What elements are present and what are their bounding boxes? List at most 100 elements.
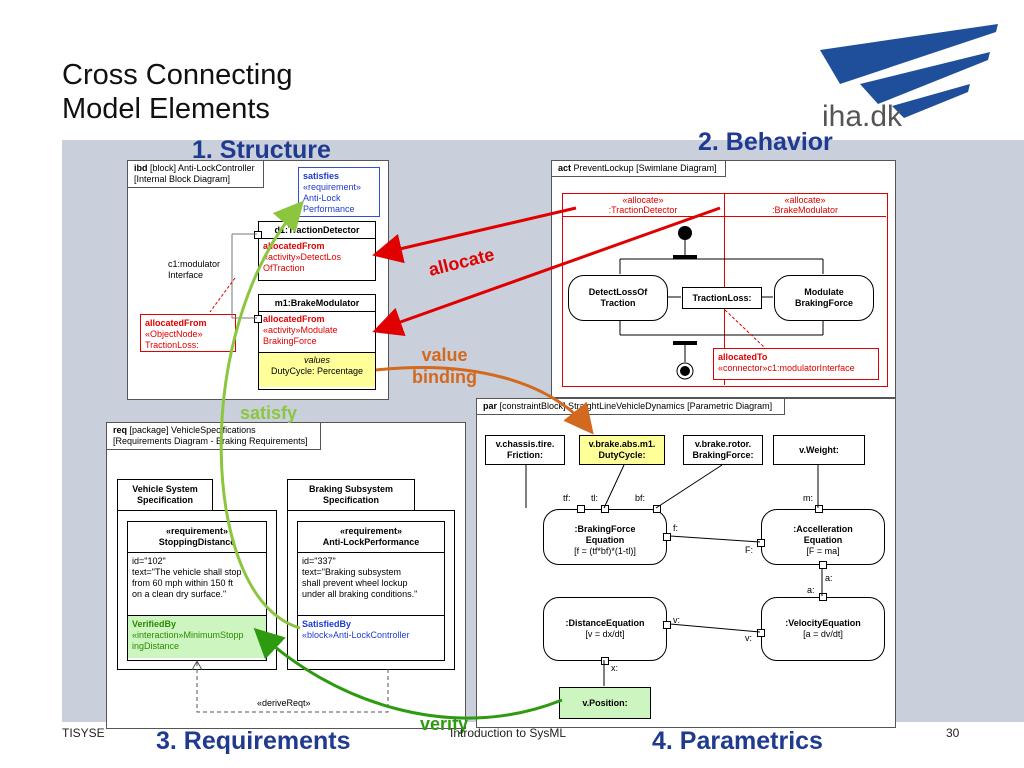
action-modulate[interactable]: Modulate BrakingForce [774,275,874,321]
connector-label-line1: c1:modulator [168,259,221,269]
bind-duty-tl [603,464,625,509]
section-behavior: 2. Behavior [698,128,833,156]
m1-alloc-line2: BrakingForce [263,336,317,346]
satisfy-arrow [219,200,304,630]
object-node-traction-loss[interactable]: TractionLoss: [682,287,762,309]
r1-text2: from 60 mph within 150 ft [132,578,234,588]
r2-satisfied-line1: «block»Anti-LockController [302,630,410,640]
part-d1-traction-detector[interactable]: d1:TractionDetector allocatedFrom «activ… [258,221,376,281]
ibd-frame-label: ibd [block] Anti-LockController [Interna… [128,161,264,188]
property-brake-abs-duty-cycle[interactable]: v.brake.abs.m1. DutyCycle: [579,435,665,465]
property-brake-rotor-braking-force[interactable]: v.brake.rotor. BrakingForce: [683,435,763,465]
ibd-object-alloc-link [209,277,236,313]
label-v-dist: v: [673,615,681,625]
c4-line2: [a = dv/dt] [803,629,843,639]
lane2-line1: «allocate» [784,195,826,205]
constraint-distance[interactable]: :DistanceEquation [v = dx/dt] [543,597,667,661]
d1-port [254,231,262,239]
title-line-2: Model Elements [62,93,270,125]
p2-line1: v.brake.abs.m1. [588,439,656,449]
act-frame-label: act PreventLockup [Swimlane Diagram] [552,161,726,177]
object-node-alloc-note: allocatedFrom «ObjectNode» TractionLoss: [140,314,236,352]
swimlane-frame [562,193,888,387]
port-a-vel [819,593,827,601]
satisfies-title: satisfies [303,171,340,181]
final-node-inner [680,366,690,376]
m1-name: m1:BrakeModulator [259,295,375,312]
constraint-velocity[interactable]: :VelocityEquation [a = dv/dt] [761,597,885,661]
r2-text1: text="Braking subsystem [302,567,401,577]
label-bf: bf: [635,493,646,503]
pkg1-line1: Vehicle System [132,484,198,494]
r2-name: Anti-LockPerformance [322,537,420,547]
port-bf [653,505,661,513]
ibd-frame-kw: ibd [134,163,148,173]
c2-line3: [F = ma] [806,546,840,556]
label-m: m: [803,493,813,503]
constraint-acceleration[interactable]: :Accelleration Equation [F = ma] [761,509,885,565]
constraint-braking-force[interactable]: :BrakingForce Equation [f = (tf*bf)*(1-t… [543,509,667,565]
lane1-line1: «allocate» [622,195,664,205]
p1-line2: Friction: [507,450,543,460]
d1-alloc-line1: «activity»DetectLos [263,252,342,262]
r1-verified-line1: «interaction»MinimumStopp [132,630,244,640]
value-binding-label: value binding [412,344,477,388]
p3-line1: v.brake.rotor. [694,439,752,449]
label-tf: tf: [563,493,571,503]
iha-logo: iha.dk [820,24,998,132]
r2-id: id="337" [302,556,336,566]
connector-label-line2: Interface [168,270,204,280]
m1-values-compartment: values DutyCycle: Percentage [259,353,375,387]
act-frame-text: PreventLockup [Swimlane Diagram] [573,163,717,173]
action-detect-loss[interactable]: DetectLossOf Traction [568,275,668,321]
c1-line2: Equation [585,535,625,545]
label-f: f: [673,523,679,533]
c2-line2: Equation [803,535,843,545]
footer-left: TISYSE [62,726,105,740]
bind-f-F [669,535,761,543]
alloc-to-line1: «connector»c1:modulatorInterface [718,363,855,373]
label-tl: tl: [591,493,599,503]
requirement-anti-lock-performance[interactable]: «requirement» Anti-LockPerformance id="3… [297,521,445,661]
lane1-line2: :TractionDetector [608,205,678,215]
r1-stereo: «requirement» [165,526,229,536]
action1-line2: Traction [600,298,636,308]
r1-name: StoppingDistance [158,537,236,547]
property-position[interactable]: v.Position: [559,687,651,719]
req-frame-line2: [Requirements Diagram - Braking Requirem… [113,436,308,446]
property-weight[interactable]: v.Weight: [773,435,865,465]
satisfies-line2: Anti-Lock [303,193,341,203]
r1-text1: text="The vehicle shall stop [132,567,242,577]
section-requirements: 3. Requirements [156,727,351,755]
d1-name: d1:TractionDetector [259,222,375,239]
m1-values-title: values [303,355,330,365]
value-binding-arrow [375,366,594,435]
c2-line1: :Accelleration [793,524,853,534]
lane2-line2: :BrakeModulator [771,205,839,215]
allocate-arrow-detector [372,206,577,264]
p1-line1: v.chassis.tire. [495,439,555,449]
par-diagram: par [constraintBlock] StraightLineVehicl… [476,398,896,728]
connector-label: c1:modulator Interface [168,259,220,281]
port-x [601,657,609,665]
requirement-stopping-distance[interactable]: «requirement» StoppingDistance id="102" … [127,521,267,661]
lane2-header: «allocate» :BrakeModulator [724,195,886,215]
r1-text3: on a clean dry surface." [132,589,227,599]
package-braking-subsystem [287,510,455,670]
lane1-header: «allocate» :TractionDetector [562,195,724,215]
port-f [663,533,671,541]
action1-line1: DetectLossOf [588,287,648,297]
req-frame-line1: [package] VehicleSpecifications [129,425,256,435]
c3-line2: [v = dx/dt] [585,629,625,639]
page-number: 30 [946,726,960,740]
m1-port [254,315,262,323]
property-chassis-tire-friction[interactable]: v.chassis.tire. Friction: [485,435,565,465]
obj-alloc-line2: TractionLoss: [145,340,199,350]
c1-line3: [f = (tf*bf)*(1-tl)] [574,546,636,556]
part-m1-brake-modulator[interactable]: m1:BrakeModulator allocatedFrom «activit… [258,294,376,390]
c4-line1: :VelocityEquation [785,618,861,628]
alloc-to-link [724,309,766,349]
section-structure: 1. Structure [192,136,331,164]
r1-verified-line2: ingDistance [132,641,180,651]
